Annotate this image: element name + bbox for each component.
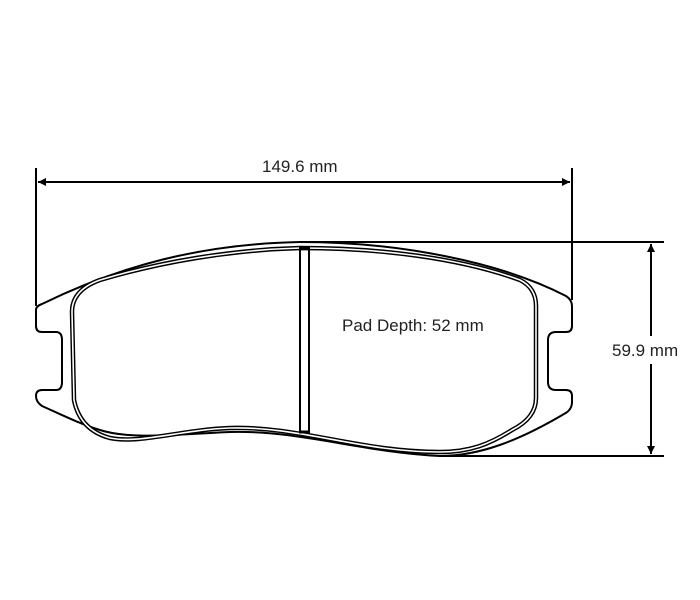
pad-depth-label: Pad Depth: 52 mm xyxy=(342,316,484,335)
center-slot xyxy=(299,246,310,434)
friction-material-outline xyxy=(69,245,539,455)
width-dimension xyxy=(35,168,573,306)
height-dimension-label: 59.9 mm xyxy=(612,341,679,360)
width-dimension-label: 149.6 mm xyxy=(262,157,338,176)
height-dimension xyxy=(300,241,664,457)
backing-plate-outline xyxy=(34,240,573,458)
